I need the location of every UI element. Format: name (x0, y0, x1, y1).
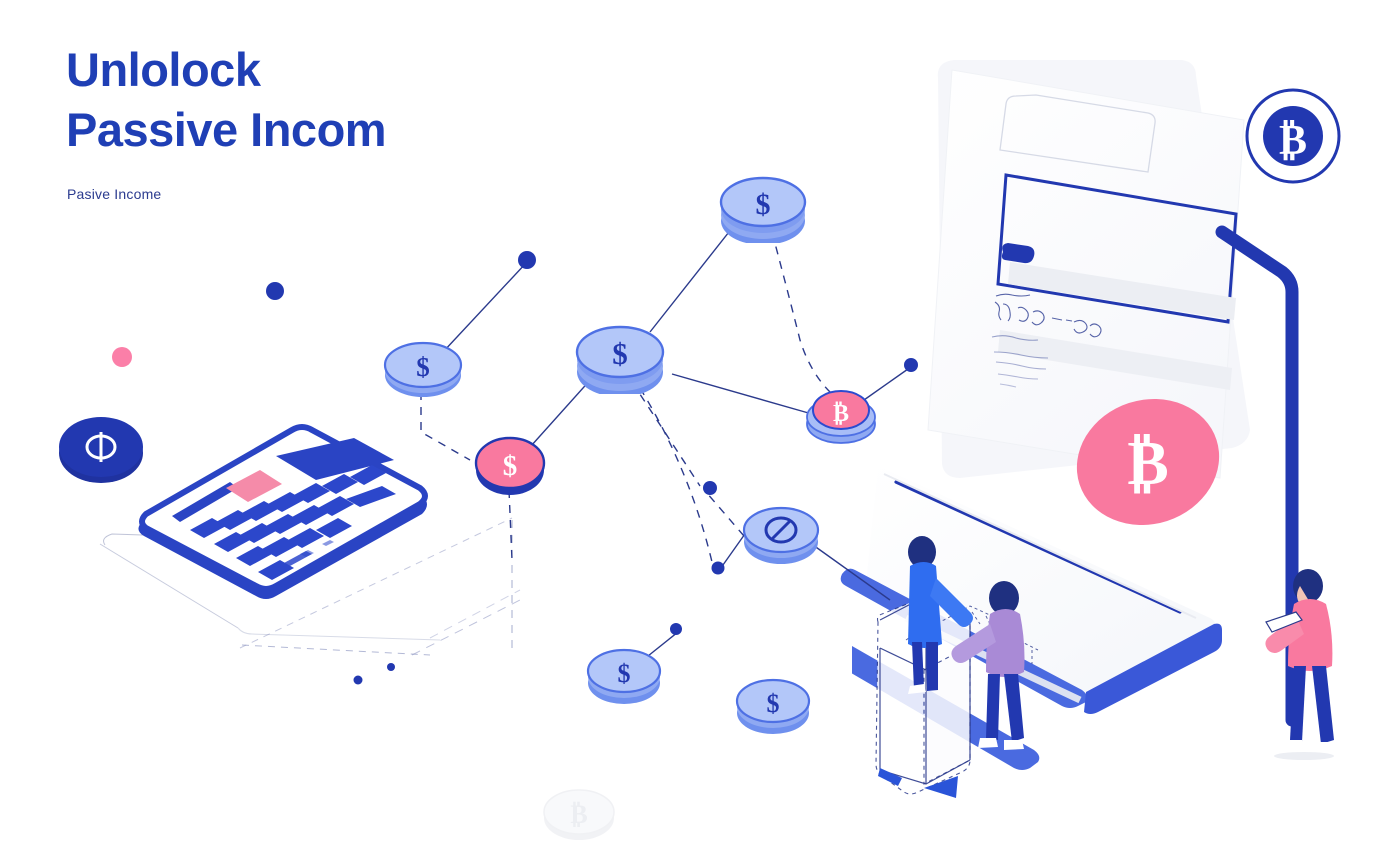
coin-ghost-bitcoin: ₿ (543, 789, 615, 840)
link-center-pinkdollar (530, 377, 593, 447)
link-leftcoin-node (442, 261, 528, 353)
person-purple-shirt (951, 581, 1025, 750)
node-upper-left (518, 251, 536, 269)
card-scribble-text (991, 293, 1102, 388)
card-outline-rect (996, 173, 1238, 324)
person-pink-shirt (1265, 569, 1338, 760)
slash-zero-icon (764, 516, 798, 544)
decor-dot-blue-1 (266, 282, 284, 300)
calculator-display (276, 438, 394, 480)
coin-dollar-top: $ (719, 176, 807, 243)
blue-elbow-line (1215, 225, 1299, 727)
calculator-side-bar (172, 482, 238, 522)
card-blue-pill (1001, 243, 1035, 264)
card-bitcoin-ellipse: ₿ (1076, 398, 1220, 526)
coin-bitcoin-pink: ₿ (806, 390, 876, 444)
link-dashed-leftcoin-down (420, 392, 471, 461)
dollar-icon: $ (416, 352, 430, 382)
card-gray-bar-1 (1008, 262, 1236, 320)
page-subtitle: Pasive Income (67, 186, 162, 202)
coin-slash-zero (742, 506, 820, 564)
headline-line-2: Passive Incom (66, 103, 387, 156)
dollar-icon: $ (767, 689, 780, 718)
headline-line-1: Unlolock (66, 43, 261, 96)
coin-dollar-bottom-right: $ (735, 678, 811, 734)
page-title: Unlolock Passive Incom (66, 40, 586, 160)
link-slash-people (805, 539, 891, 601)
calculator-keys (190, 465, 396, 580)
link-dashed-pink-down (508, 489, 513, 561)
decor-dot-blue-3 (387, 663, 395, 671)
link-noderight-btc (863, 368, 909, 401)
node-lower-mid (711, 561, 725, 575)
coin-dollar-center: $ (575, 325, 665, 394)
svg-text:₿: ₿ (1127, 430, 1168, 498)
dollar-icon: $ (756, 188, 771, 221)
tablet-icon (1265, 611, 1303, 633)
dollar-icon: $ (618, 659, 631, 688)
phi-icon (85, 432, 117, 462)
calculator-accent-key (226, 470, 282, 502)
bitcoin-icon: ₿ (570, 800, 587, 829)
coin-dollar-left: $ (383, 341, 463, 397)
node-lower-left (670, 623, 682, 635)
bitcoin-icon: ₿ (1279, 118, 1307, 164)
link-dashed-topcoin-btc (771, 231, 831, 393)
coin-dollar-pink: $ (474, 436, 546, 495)
decor-dot-blue-2 (353, 675, 363, 685)
link-dashed-center-down (631, 381, 701, 487)
person-blue-shirt (908, 536, 973, 694)
bitcoin-badge: ₿ (1245, 88, 1341, 184)
decor-dot-pink (112, 347, 132, 367)
dollar-icon: $ (612, 336, 628, 371)
card-top-outline (999, 94, 1156, 173)
people-group (852, 536, 1040, 798)
node-center-low (703, 481, 717, 495)
link-bottomcoin-node (647, 631, 679, 657)
isometric-calculator (138, 424, 428, 599)
node-right-mid (904, 358, 918, 372)
link-dashed-center-lower (639, 387, 713, 563)
card-gray-bar-2 (998, 330, 1232, 390)
bitcoin-icon: ₿ (833, 401, 849, 427)
link-center-topcoin (649, 217, 741, 333)
bitcoin-badge-disc (1263, 106, 1323, 166)
coin-phi-dark (59, 417, 143, 483)
link-dashed-slash-left (705, 491, 745, 537)
link-btc-center (671, 373, 813, 415)
coin-dollar-bottom-left: $ (586, 648, 662, 704)
dollar-icon: $ (503, 450, 518, 482)
